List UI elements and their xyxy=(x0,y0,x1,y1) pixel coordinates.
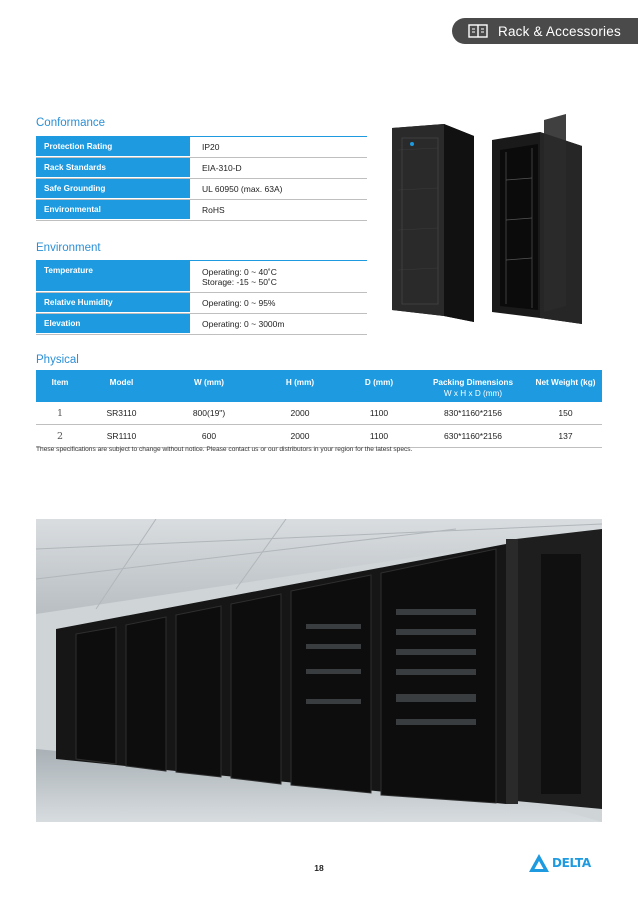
row-value: Operating: 0 ~ 40˚C Storage: -15 ~ 50˚C xyxy=(190,261,367,292)
cell-depth: 1100 xyxy=(369,408,389,418)
cell-width: 600 xyxy=(201,431,217,441)
row-value: Operating: 0 ~ 3000m xyxy=(202,319,285,329)
table-row: Environmental RoHS xyxy=(36,200,367,221)
cell-weight: 137 xyxy=(558,431,573,441)
temperature-operating: Operating: 0 ~ 40˚C xyxy=(202,266,277,277)
cell-model: SR1110 xyxy=(106,431,137,441)
row-value: RoHS xyxy=(202,205,225,215)
cell-item: 2 xyxy=(56,430,64,442)
table-row: 2 SR1110 600 2000 1100 630*1160*2156 137 xyxy=(36,425,602,448)
book-icon xyxy=(468,24,488,38)
header-width: W (mm) xyxy=(193,378,224,387)
row-label: Relative Humidity xyxy=(36,293,190,313)
table-row: Temperature Operating: 0 ~ 40˚C Storage:… xyxy=(36,261,367,293)
cell-weight: 150 xyxy=(558,408,573,418)
cell-packing: 830*1160*2156 xyxy=(444,408,502,418)
cell-item: 1 xyxy=(56,407,64,419)
row-value: UL 60950 (max. 63A) xyxy=(202,184,283,194)
header-packing-label: Packing Dimensions xyxy=(432,378,514,387)
row-label: Elevation xyxy=(36,314,190,334)
cell-model: SR3110 xyxy=(106,408,137,418)
header-model: Model xyxy=(109,378,134,387)
table-header: Item Model W (mm) H (mm) D (mm) Packing … xyxy=(36,370,602,402)
environment-title: Environment xyxy=(36,242,101,254)
cell-packing: 630*1160*2156 xyxy=(444,431,502,441)
conformance-title: Conformance xyxy=(36,117,106,129)
logo-text: DELTA xyxy=(552,856,591,870)
cell-height: 2000 xyxy=(290,408,310,418)
temperature-storage: Storage: -15 ~ 50˚C xyxy=(202,276,277,287)
header-packing-sub: W x H x D (mm) xyxy=(443,389,503,398)
header-item: Item xyxy=(51,378,69,387)
disclaimer-note: These specifications are subject to chan… xyxy=(36,446,413,453)
header-title: Rack & Accessories xyxy=(498,23,621,39)
delta-logo: DELTA xyxy=(528,853,591,873)
table-row: Protection Rating IP20 xyxy=(36,137,367,158)
row-value: EIA-310-D xyxy=(202,163,242,173)
delta-triangle-icon xyxy=(529,854,549,872)
section-header-tab: Rack & Accessories xyxy=(452,18,638,44)
row-label: Rack Standards xyxy=(36,158,190,178)
header-packing: Packing Dimensions W x H x D (mm) xyxy=(417,378,529,398)
conformance-table: Protection Rating IP20 Rack Standards EI… xyxy=(36,136,367,221)
row-value: Operating: 0 ~ 95% xyxy=(202,298,276,308)
page-number: 18 xyxy=(314,863,324,873)
row-label: Environmental xyxy=(36,200,190,220)
header-weight: Net Weight (kg) xyxy=(535,378,596,387)
row-value: IP20 xyxy=(202,142,220,152)
table-row: Rack Standards EIA-310-D xyxy=(36,158,367,179)
cell-height: 2000 xyxy=(290,431,310,441)
row-label: Protection Rating xyxy=(36,137,190,157)
physical-table: Item Model W (mm) H (mm) D (mm) Packing … xyxy=(36,370,602,448)
table-row: 1 SR3110 800(19") 2000 1100 830*1160*215… xyxy=(36,402,602,425)
cell-width: 800(19") xyxy=(192,408,226,418)
environment-table: Temperature Operating: 0 ~ 40˚C Storage:… xyxy=(36,260,367,335)
rack-product-image xyxy=(392,114,582,324)
row-label: Temperature xyxy=(36,261,190,292)
table-row: Elevation Operating: 0 ~ 3000m xyxy=(36,314,367,335)
header-height: H (mm) xyxy=(285,378,315,387)
table-row: Relative Humidity Operating: 0 ~ 95% xyxy=(36,293,367,314)
physical-title: Physical xyxy=(36,354,79,366)
cell-depth: 1100 xyxy=(369,431,389,441)
row-label: Safe Grounding xyxy=(36,179,190,199)
table-row: Safe Grounding UL 60950 (max. 63A) xyxy=(36,179,367,200)
datacenter-photo xyxy=(36,519,602,822)
header-depth: D (mm) xyxy=(364,378,394,387)
